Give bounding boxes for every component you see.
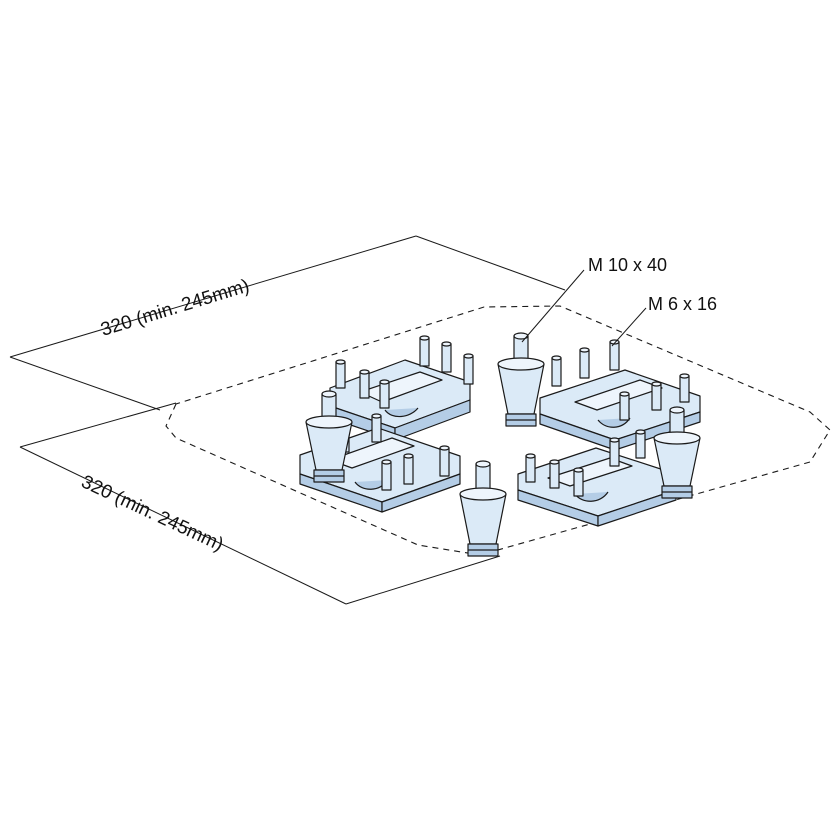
pin: [419, 335, 430, 367]
cone-stud-top: [497, 332, 545, 427]
cone-stud-bottom: [459, 460, 507, 557]
pin: [609, 339, 620, 371]
pin: [359, 369, 370, 399]
dimension-lines: [9, 235, 566, 605]
fixture-block-bottom-right: [517, 447, 677, 527]
callout-cone-screw: M 10 x 40: [588, 255, 667, 275]
pin: [619, 391, 630, 421]
base-plate-outline: [165, 305, 831, 556]
dimension-left: 320 (min. 245mm): [78, 471, 227, 555]
pin: [439, 445, 450, 477]
pin: [679, 373, 690, 403]
pin: [579, 347, 590, 379]
pin: [635, 429, 646, 459]
pin: [335, 359, 346, 389]
dimension-top: 320 (min. 245mm): [98, 276, 252, 341]
pin: [651, 381, 662, 411]
pin: [403, 453, 414, 485]
pin: [441, 341, 452, 373]
callout-leaders: [521, 269, 647, 347]
pin: [379, 379, 390, 409]
cone-stud-left: [305, 390, 353, 483]
pin: [609, 437, 620, 467]
callout-pin-screw: M 6 x 16: [648, 294, 717, 314]
pin: [551, 355, 562, 387]
pin: [525, 453, 536, 483]
pin: [463, 353, 474, 385]
pin: [371, 413, 382, 443]
pin: [381, 459, 392, 491]
locating-pins: [335, 335, 690, 497]
pin: [549, 459, 560, 489]
pin: [573, 467, 584, 497]
cone-stud-right: [653, 406, 701, 499]
